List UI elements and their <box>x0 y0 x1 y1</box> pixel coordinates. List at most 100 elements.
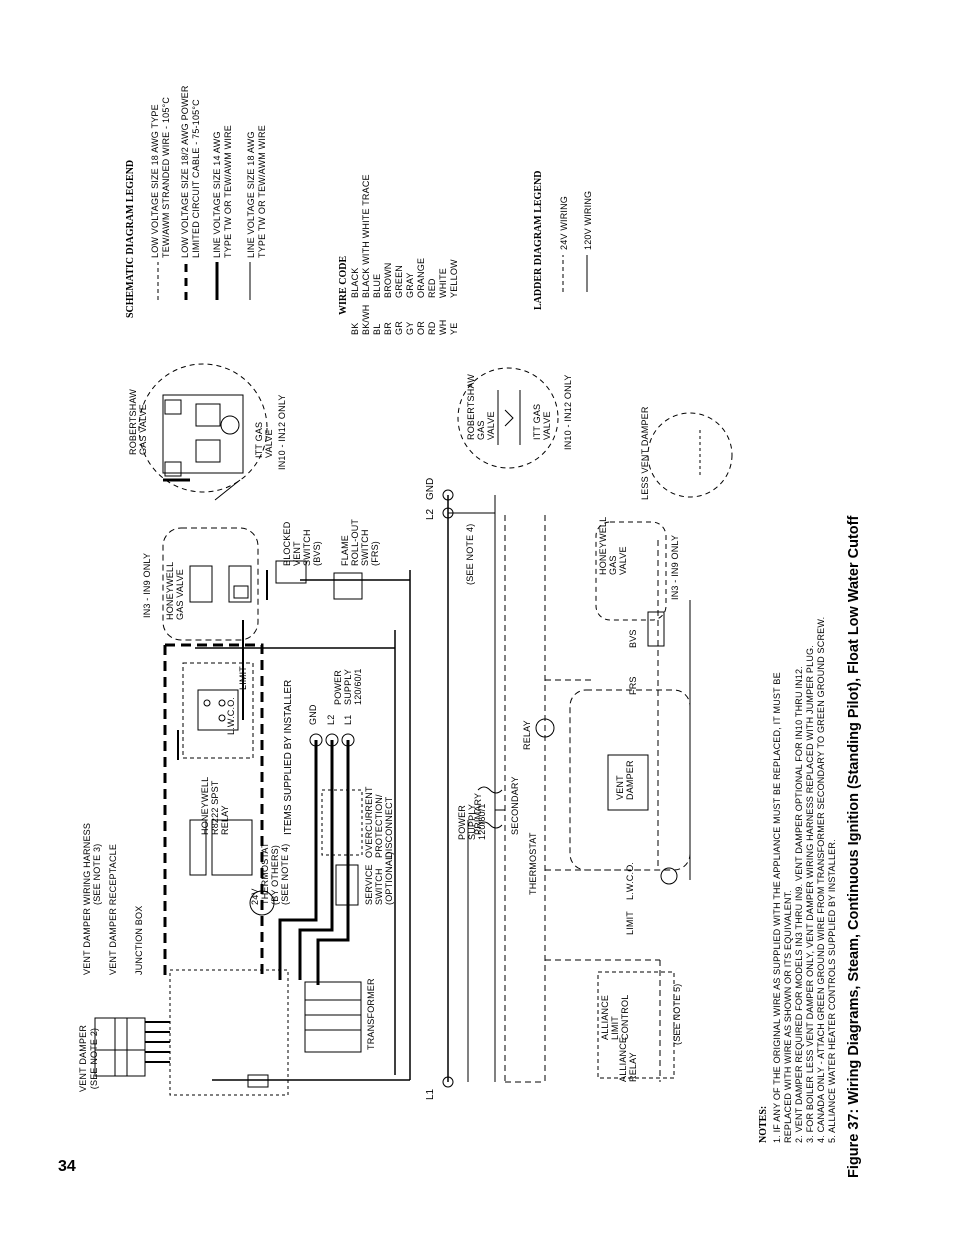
ladder-legend-120v: 120V WIRING <box>583 190 593 250</box>
legend-item-3-line1: LINE VOLTAGE SIZE 14 AWG <box>212 131 222 258</box>
wire-color-yellow: YELLOW <box>449 259 459 298</box>
ladder-legend-title: LADDER DIAGRAM LEGEND <box>533 170 544 310</box>
figure-caption: Figure 37: Wiring Diagrams, Steam, Conti… <box>846 515 862 1178</box>
page-number: 34 <box>58 1158 76 1175</box>
bvs-label: BLOCKED VENT SWITCH (BVS) <box>282 521 322 566</box>
ladder-l2-label: L2 <box>425 508 436 520</box>
wire-code-br: BR <box>383 322 393 335</box>
note-5: 5. ALLIANCE WATER HEATER CONTROLS SUPPLI… <box>827 839 837 1143</box>
note-1-cont: REPLACED WITH WIRE AS SHOWN OR ITS EQUIV… <box>783 889 793 1143</box>
wire-code-rd: RD <box>427 321 437 335</box>
wire-code-bkwh: BK/WH <box>361 304 371 335</box>
wire-code-gr: GR <box>394 321 404 335</box>
wire-code-or: OR <box>416 321 426 335</box>
in10-in12-label-top: IN10 - IN12 ONLY <box>277 394 287 470</box>
note-2: 2. VENT DAMPER REQUIRED FOR MODELS IN3 T… <box>794 666 804 1143</box>
limit-label: LIMIT <box>238 665 248 690</box>
ladder-vent-damper-label: VENT DAMPER <box>615 760 635 800</box>
wire-code-gy: GY <box>405 321 415 335</box>
legend-item-4-line2: TYPE TW OR TEW/AWM WIRE <box>257 125 267 258</box>
notes-title: NOTES: <box>758 1105 769 1143</box>
receptacle-label: VENT DAMPER RECEPTACLE <box>108 843 118 975</box>
itt-label-top: ITT GAS VALVE <box>254 421 274 458</box>
robertshaw-valve-detail-top <box>138 363 268 501</box>
wire-color-gray: GRAY <box>405 272 415 298</box>
less-vent-damper-plug <box>647 412 733 498</box>
notes-list: 1. IF ANY OF THE ORIGINAL WIRE AS SUPPLI… <box>772 617 838 1143</box>
wire-code-bl: BL <box>372 323 382 335</box>
secondary-label: SECONDARY <box>510 776 520 835</box>
relay-label: HONEYWELL R8222 SPST RELAY <box>200 777 230 835</box>
wire-color-black-white: BLACK WITH WHITE TRACE <box>361 174 371 298</box>
alliance-limit-label: ALLIANCE LIMIT CONTROL <box>600 994 630 1040</box>
wire-code-title: WIRE CODE <box>338 255 349 315</box>
wire-code-colors: BLACK BLACK WITH WHITE TRACE BLUE BROWN … <box>350 174 460 298</box>
wire-color-white: WHITE <box>438 268 448 298</box>
wire-color-red: RED <box>427 278 437 298</box>
wire-code-wh: WH <box>438 319 448 335</box>
ladder-in10-in12-label: IN10 - IN12 ONLY <box>563 374 573 450</box>
schematic-power-supply-label: POWER SUPPLY 120/60/1 <box>333 668 363 705</box>
ladder-l1-label: L1 <box>425 1088 436 1100</box>
wire-code-bk: BK <box>350 322 360 335</box>
transformer-junction <box>94 969 362 1096</box>
see-note-5-label: (SEE NOTE 5) <box>672 983 682 1045</box>
in3-in9-label: IN3 - IN9 ONLY <box>142 552 152 618</box>
lwco-label: L.W.C.O. <box>226 696 236 735</box>
overcurrent-label: OVERCURRENT PROTECTION/ DISCONNECT <box>364 786 394 858</box>
schematic-gnd-label: GND <box>308 704 318 725</box>
ladder-see-note-4: (SEE NOTE 4) <box>465 523 475 585</box>
line-voltage-wires <box>195 570 411 1081</box>
ladder-bvs-label: BVS <box>628 629 638 648</box>
vent-damper-text: VENT DAMPER <box>78 1024 88 1092</box>
see-note-2-text: (SEE NOTE 2) <box>89 1027 99 1090</box>
wire-code-ye: YE <box>449 322 459 335</box>
wire-color-brown: BROWN <box>383 262 393 299</box>
legend-item-4-line1: LINE VOLTAGE SIZE 18 AWG <box>246 131 256 258</box>
thermostat-label: 24V THERMOSTAT (BY OTHERS) <box>250 842 280 906</box>
ladder-legend-24v: 24V WIRING <box>559 195 569 250</box>
ladder-relay-label: RELAY <box>522 720 532 750</box>
thermostat-relay-harness <box>163 643 275 980</box>
note-1: 1. IF ANY OF THE ORIGINAL WIRE AS SUPPLI… <box>772 672 782 1143</box>
ladder-robertshaw-label: ROBERTSHAW GAS VALVE <box>466 373 496 440</box>
harness-label: VENT DAMPER WIRING HARNESS <box>82 822 92 975</box>
ladder-itt-label: ITT GAS VALVE <box>532 403 552 440</box>
wire-color-green: GREEN <box>394 264 404 298</box>
ladder-in3-in9-label: IN3 - IN9 ONLY <box>670 534 680 600</box>
note-4: 4. CANADA ONLY - ATTACH GREEN GROUND WIR… <box>816 616 826 1143</box>
wire-color-orange: ORANGE <box>416 257 426 298</box>
honeywell-valve-enclosure <box>162 527 410 720</box>
vent-damper-label: VENT DAMPER (SEE NOTE 2) <box>78 1025 100 1092</box>
ladder-limit-label: LIMIT <box>625 910 635 935</box>
less-vent-damper-label: LESS VENT DAMPER <box>640 406 650 500</box>
frs-label: FLAME ROLL-OUT SWITCH (FRS) <box>340 519 380 566</box>
robertshaw-valve-detail-ladder <box>457 367 559 469</box>
legend-item-2-line2: LIMITED CIRCUIT CABLE - 75-105°C <box>191 99 201 258</box>
junction-box-label: JUNCTION BOX <box>134 905 144 975</box>
wire-color-blue: BLUE <box>372 273 382 298</box>
schematic-see-note-4: (SEE NOTE 4) <box>280 843 290 905</box>
legend-line-samples <box>157 262 251 300</box>
legend-item-1-line1: LOW VOLTAGE SIZE 18 AWG TYPE <box>150 104 160 258</box>
ladder-gnd-label: GND <box>425 477 436 500</box>
wire-color-black: BLACK <box>350 267 360 298</box>
honeywell-valve-label: HONEYWELL GAS VALVE <box>165 562 185 620</box>
schematic-l1-label: L1 <box>343 714 353 725</box>
harness-note: (SEE NOTE 3) <box>92 843 102 905</box>
transformer-label: TRANSFORMER <box>366 978 376 1050</box>
ladder-legend-samples <box>562 255 588 292</box>
legend-item-1-line2: TEW/AWM STRANDED WIRE - 105°C <box>161 96 171 258</box>
ladder-thermostat-label: THERMOSTAT <box>528 832 538 895</box>
legend-item-3-line2: TYPE TW OR TEW/AWM WIRE <box>223 125 233 258</box>
legend-item-2-line1: LOW VOLTAGE SIZE 18/2 AWG POWER <box>180 85 190 258</box>
ladder-rails <box>442 489 546 1088</box>
items-by-installer-label: ITEMS SUPPLIED BY INSTALLER <box>283 679 294 835</box>
schematic-legend-title: SCHEMATIC DIAGRAM LEGEND <box>125 159 136 318</box>
ladder-rungs <box>535 521 691 1082</box>
robertshaw-label-top: ROBERTSHAW GAS VALVE <box>128 388 148 455</box>
note-3: 3. FOR BOILER LESS VENT DAMPER ONLY, VEN… <box>805 645 815 1143</box>
schematic-l2-label: L2 <box>326 714 336 725</box>
